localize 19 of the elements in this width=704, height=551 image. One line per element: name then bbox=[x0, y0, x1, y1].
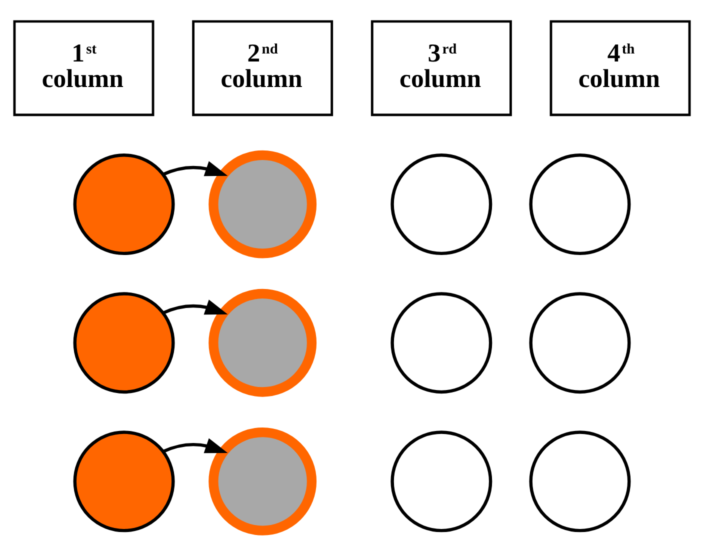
arrow bbox=[162, 438, 228, 453]
node-circle bbox=[390, 292, 492, 394]
node-circle bbox=[73, 292, 175, 394]
node-box: 3$^{rd}$ column bbox=[370, 20, 512, 116]
node-circle bbox=[208, 288, 317, 396]
node-circle bbox=[208, 150, 317, 258]
node-box: 2$^{nd}$ column bbox=[192, 20, 334, 116]
node-circle bbox=[73, 430, 175, 532]
node-circle bbox=[529, 292, 631, 394]
arrow bbox=[162, 299, 228, 314]
node-circle bbox=[208, 426, 317, 535]
node-box: 1$^{st}$ column bbox=[13, 20, 154, 116]
node-circle bbox=[390, 430, 492, 532]
node-circle bbox=[390, 153, 492, 255]
arrow bbox=[162, 160, 228, 176]
node-box: 4$^{th}$ column bbox=[550, 20, 691, 116]
node-circle bbox=[529, 430, 631, 532]
node-circle bbox=[529, 153, 631, 255]
node-circle bbox=[73, 153, 175, 255]
